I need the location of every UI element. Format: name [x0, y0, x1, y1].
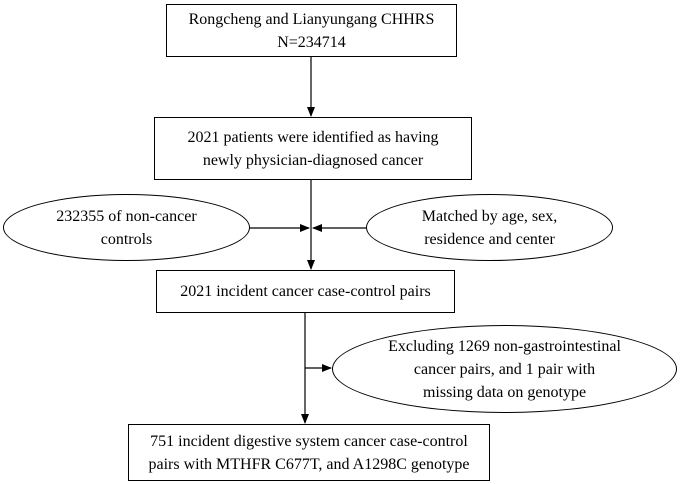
matching-criteria-ellipse: Matched by age, sex, residence and cente…	[366, 194, 613, 261]
source-population-line-1: Rongcheng and Lianyungang CHHRS	[188, 10, 435, 28]
exclusion-line-3: missing data on genotype	[422, 383, 587, 401]
exclusion-ellipse: Excluding 1269 non-gastrointestinal canc…	[332, 325, 677, 413]
case-control-pairs-box: 2021 incident cancer case-control pairs	[156, 270, 455, 313]
final-pairs-box: 751 incident digestive system cancer cas…	[128, 424, 490, 481]
identified-patients-line-1: 2021 patients were identified as having	[187, 128, 439, 146]
non-cancer-controls-line-1: 232355 of non-cancer	[56, 207, 197, 225]
exclusion-line-1: Excluding 1269 non-gastrointestinal	[388, 337, 621, 355]
identified-patients-line-2: newly physician-diagnosed cancer	[202, 151, 424, 169]
non-cancer-controls-line-2: controls	[100, 230, 153, 248]
source-population-line-2: N=234714	[277, 33, 346, 51]
final-pairs-line-2: pairs with MTHFR C677T, and A1298C genot…	[148, 455, 470, 473]
final-pairs-line-1: 751 incident digestive system cancer cas…	[150, 432, 468, 450]
source-population-box: Rongcheng and Lianyungang CHHRS N=234714	[166, 4, 457, 57]
identified-patients-box: 2021 patients were identified as having …	[154, 117, 472, 180]
case-control-pairs-line-1: 2021 incident cancer case-control pairs	[180, 283, 431, 300]
matching-criteria-line-2: residence and center	[424, 230, 555, 248]
exclusion-line-2: cancer pairs, and 1 pair with	[413, 360, 596, 378]
matching-criteria-line-1: Matched by age, sex,	[421, 207, 558, 225]
non-cancer-controls-ellipse: 232355 of non-cancer controls	[3, 194, 250, 261]
